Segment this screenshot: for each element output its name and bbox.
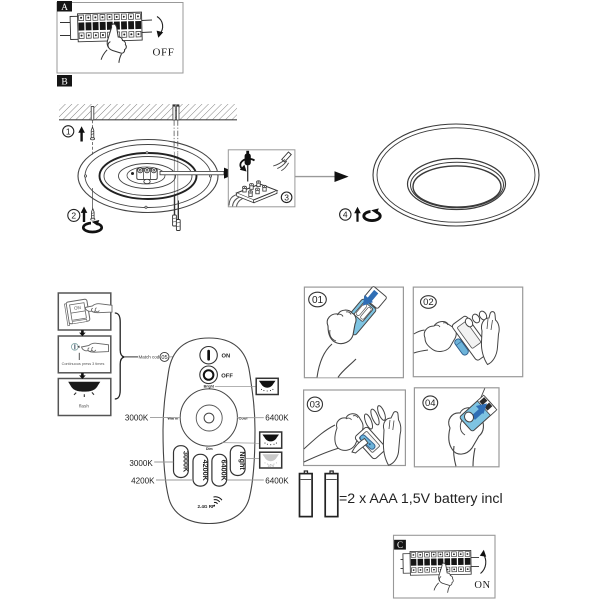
svg-text:=2 x AAA 1,5V battery incl: =2 x AAA 1,5V battery incl [339,491,503,507]
svg-text:4200K: 4200K [131,477,155,486]
svg-text:04: 04 [425,398,436,409]
svg-text:Continuous press 3 times: Continuous press 3 times [62,362,105,366]
svg-text:OFF: OFF [153,47,175,59]
svg-text:Night: Night [238,451,247,470]
svg-text:05: 05 [161,355,167,361]
svg-text:A: A [61,3,68,13]
svg-text:ON: ON [74,305,82,311]
svg-text:3000K: 3000K [125,413,149,422]
svg-text:B: B [61,78,67,88]
svg-text:Dim: Dim [206,447,213,451]
svg-text:4200K: 4200K [201,460,210,482]
svg-text:3: 3 [284,192,289,202]
svg-text:1: 1 [66,126,71,136]
svg-text:6400K: 6400K [265,413,289,422]
svg-text:Match code: Match code [139,355,163,360]
svg-text:2: 2 [71,211,76,221]
svg-text:ON: ON [222,354,231,360]
svg-text:Warm: Warm [167,416,178,421]
svg-text:02: 02 [423,297,434,308]
svg-text:6400K: 6400K [220,460,229,482]
svg-text:OFF: OFF [221,373,233,379]
svg-text:4: 4 [343,210,348,220]
svg-text:03: 03 [310,400,321,411]
svg-text:ON: ON [474,580,490,591]
svg-text:6400K: 6400K [265,476,289,485]
svg-text:Bright: Bright [204,385,215,389]
svg-text:flash: flash [79,403,89,408]
svg-text:2.4G RF: 2.4G RF [198,504,216,509]
svg-text:3000K: 3000K [129,459,153,468]
svg-text:01: 01 [312,295,324,306]
svg-text:C: C [397,540,403,550]
svg-text:3000K: 3000K [181,451,190,473]
svg-text:10%: 10% [268,464,275,468]
